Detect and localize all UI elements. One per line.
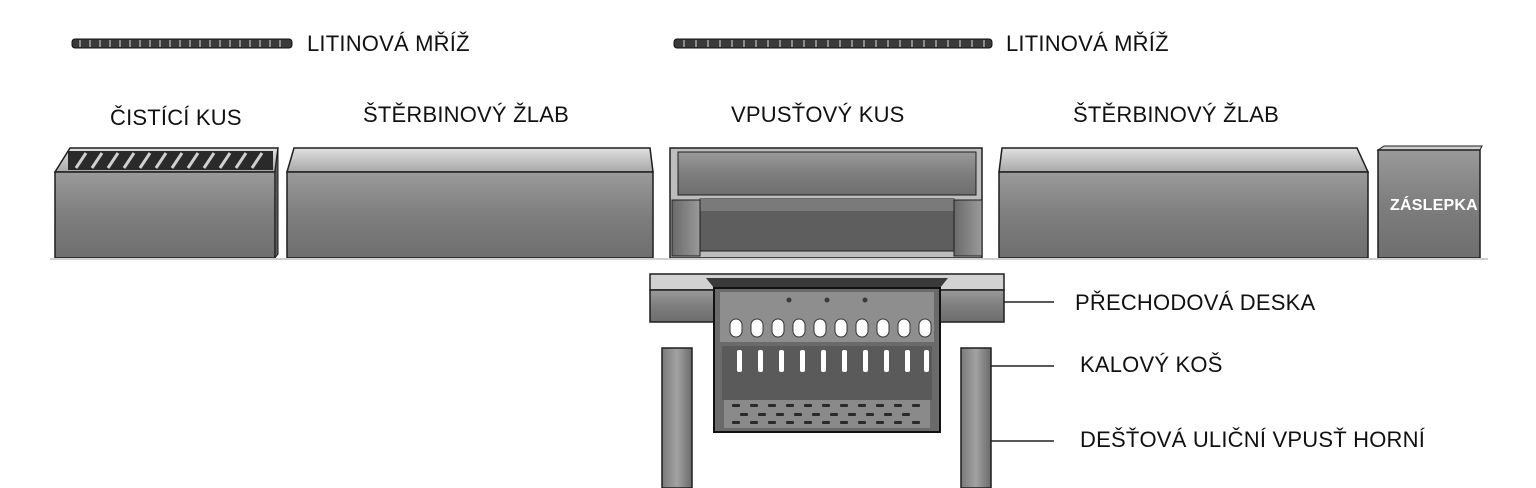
sludge-basket-label: KALOVÝ KOŠ	[1080, 352, 1223, 377]
leader-lines	[991, 301, 1054, 442]
cleaning-piece	[53, 147, 279, 260]
street-gully-label: DEŠŤOVÁ ULIČNÍ VPUSŤ HORNÍ	[1080, 427, 1426, 452]
slotted-channel-2-label: ŠTĚRBINOVÝ ŽLAB	[1073, 102, 1279, 127]
cleaning-piece-label: ČISTÍCÍ KUS	[110, 105, 242, 130]
sludge-basket	[713, 287, 941, 433]
grate-2	[673, 38, 993, 49]
inlet-piece-label: VPUSŤOVÝ KUS	[731, 102, 905, 127]
slotted-channel-1	[286, 147, 654, 259]
transition-plate-label: PŘECHODOVÁ DESKA	[1075, 290, 1316, 315]
grate-1	[71, 38, 293, 49]
grate-1-label: LITINOVÁ MŘÍŽ	[307, 31, 470, 56]
slotted-channel-2	[998, 147, 1370, 259]
end-cap-label: ZÁSLEPKA	[1390, 197, 1478, 214]
slotted-channel-1-label: ŠTĚRBINOVÝ ŽLAB	[363, 102, 569, 127]
inlet-piece	[669, 147, 983, 259]
end-cap	[1376, 145, 1483, 259]
street-gully-walls	[661, 347, 992, 488]
grate-2-label: LITINOVÁ MŘÍŽ	[1006, 31, 1169, 56]
